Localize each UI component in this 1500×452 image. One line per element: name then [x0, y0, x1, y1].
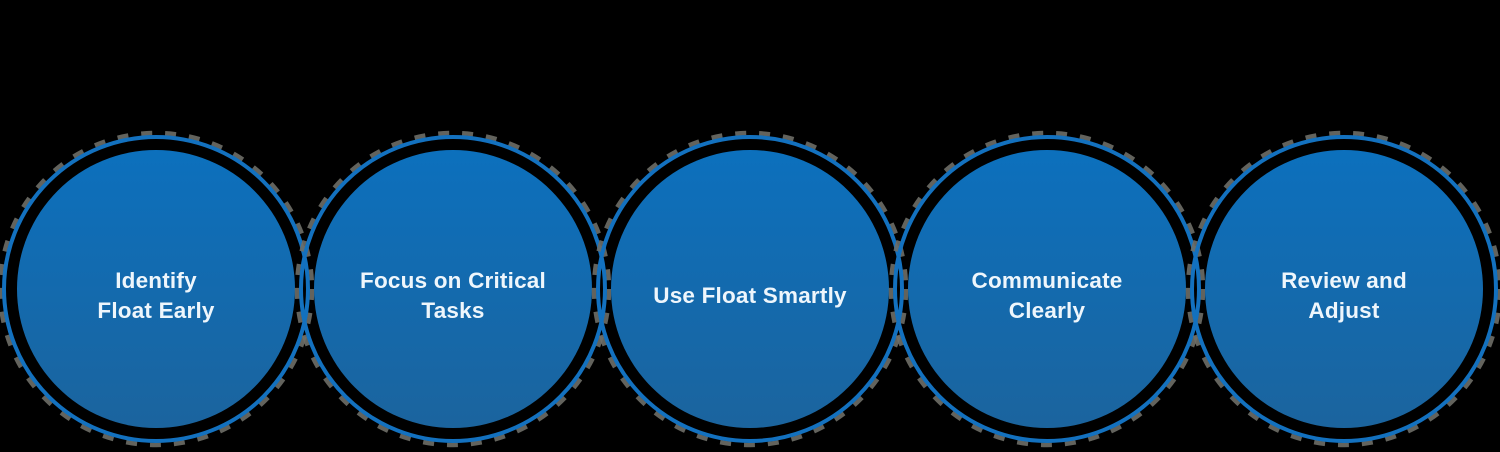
dashed-ring-icon [591, 130, 909, 448]
circle-fill [314, 150, 592, 428]
ring-outline-icon [299, 135, 607, 443]
step-label-4: Communicate Clearly [971, 268, 1123, 323]
step-label-1: Identify Float Early [97, 268, 215, 323]
ring-outline-icon [596, 135, 904, 443]
circle-fill [17, 150, 295, 428]
circle-fill [908, 150, 1186, 428]
circle-fill [1205, 150, 1483, 428]
step-node-2: Focus on Critical Tasks [283, 119, 623, 452]
step-label-2: Focus on Critical Tasks [360, 268, 546, 323]
step-node-5: Review and Adjust [1174, 119, 1500, 452]
step-label-5: Review and Adjust [1281, 268, 1407, 323]
dashed-ring-icon [294, 130, 612, 448]
step-node-3: Use Float Smartly [580, 119, 920, 452]
step-node-1: Identify Float Early [0, 119, 326, 452]
ring-outline-icon [2, 135, 310, 443]
ring-outline-icon [893, 135, 1201, 443]
step-node-4: Communicate Clearly [877, 119, 1217, 452]
dashed-ring-icon [1185, 130, 1500, 448]
ring-outline-icon [1190, 135, 1498, 443]
circle-fill [611, 150, 889, 428]
step-label-3: Use Float Smartly [653, 283, 847, 308]
dashed-ring-icon [888, 130, 1206, 448]
dashed-ring-icon [0, 130, 315, 448]
